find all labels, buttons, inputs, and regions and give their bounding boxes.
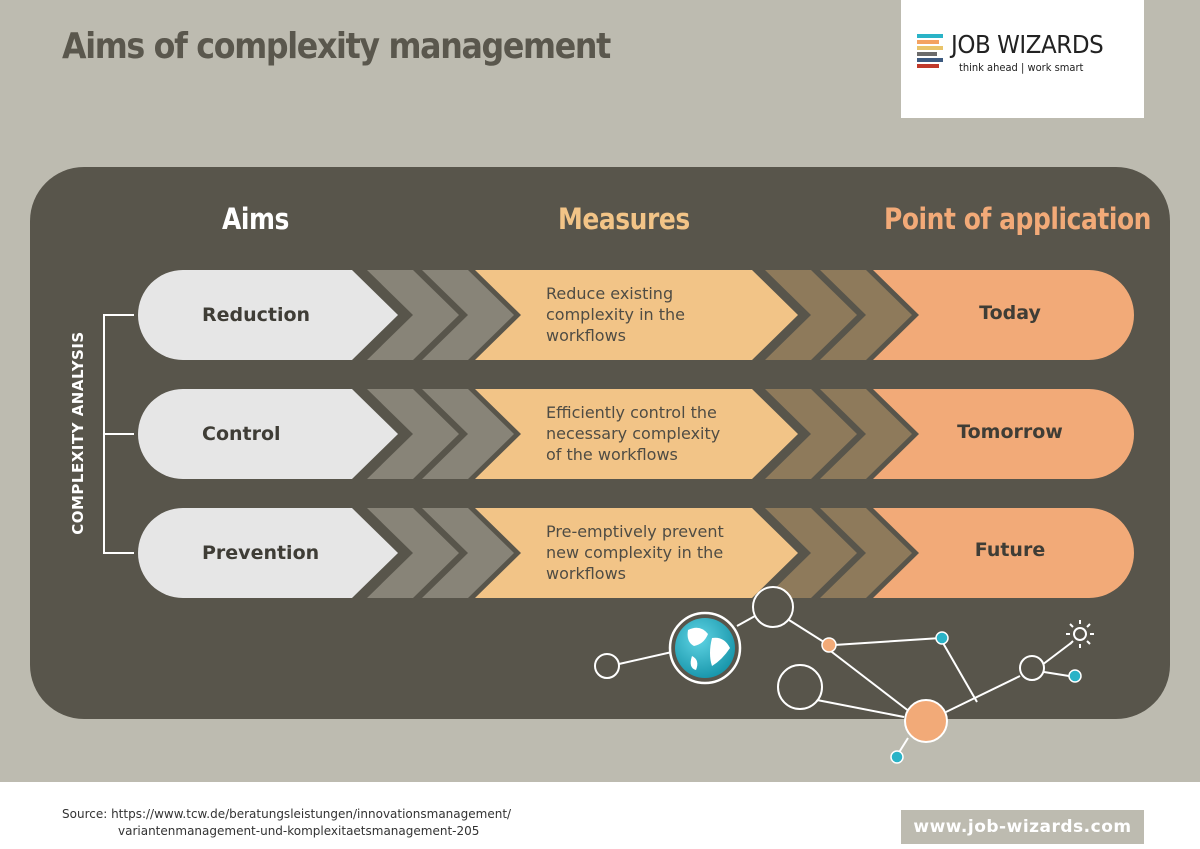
aim-arrow-2 <box>138 389 398 479</box>
node-cyan-2 <box>1068 669 1082 683</box>
node-orange-large <box>904 699 948 743</box>
logo-tagline: think ahead | work smart <box>959 61 1084 74</box>
side-label: COMPLEXITY ANALYSIS <box>69 331 87 535</box>
chevron-2a <box>367 389 459 479</box>
node-left-large <box>777 664 823 710</box>
chevron-3c <box>765 508 857 598</box>
node-right <box>1019 655 1045 681</box>
logo[interactable]: JOB WIZARDS think ahead | work smart <box>901 0 1144 118</box>
point-label-tomorrow: Tomorrow <box>957 421 1063 443</box>
column-heading-point: Point of application <box>884 202 1152 236</box>
source-line-2[interactable]: variantenmanagement-und-komplexitaetsman… <box>118 824 480 838</box>
network-nodes <box>594 586 1094 764</box>
point-label-today: Today <box>979 302 1041 324</box>
point-arrow-2 <box>873 389 1134 479</box>
measure-arrow-3 <box>475 508 798 598</box>
aim-arrow-1 <box>138 270 398 360</box>
chevron-1a <box>367 270 459 360</box>
measure-arrow-1 <box>475 270 798 360</box>
measure-text-prevention: Pre-emptively prevent new complexity in … <box>546 522 724 583</box>
row-control-shapes <box>138 389 1134 479</box>
chevron-1b <box>422 270 514 360</box>
aim-label-reduction: Reduction <box>202 304 311 326</box>
node-cyan-1 <box>935 631 949 645</box>
measure-text-control: Efficiently control the necessary comple… <box>546 403 721 464</box>
column-heading-measures: Measures <box>558 202 690 236</box>
aim-label-prevention: Prevention <box>202 542 320 564</box>
network-illustration <box>618 615 1072 755</box>
measure-arrow-2 <box>475 389 798 479</box>
logo-bars-icon <box>917 34 943 70</box>
measure-text-reduction: Reduce existing complexity in the workfl… <box>546 284 686 345</box>
node-cyan-3 <box>890 750 904 764</box>
source-note: Source: https://www.tcw.de/beratungsleis… <box>62 806 511 840</box>
website-badge[interactable]: www.job-wizards.com <box>901 810 1144 844</box>
lightbulb-icon <box>1066 620 1094 648</box>
chevron-2b <box>422 389 514 479</box>
website-link[interactable]: www.job-wizards.com <box>913 817 1132 837</box>
analysis-bracket <box>103 314 134 554</box>
point-label-future: Future <box>974 539 1046 561</box>
column-heading-aims: Aims <box>222 202 289 236</box>
node-orange-small <box>821 637 837 653</box>
node-top <box>752 586 794 628</box>
source-line-1[interactable]: Source: https://www.tcw.de/beratungsleis… <box>62 807 512 821</box>
chevron-2c <box>765 389 857 479</box>
logo-name: JOB WIZARDS <box>951 30 1104 59</box>
point-arrow-1 <box>873 270 1134 360</box>
aim-label-control: Control <box>202 423 281 445</box>
chevron-1d <box>820 270 912 360</box>
chevron-3b <box>422 508 514 598</box>
chevron-3d <box>820 508 912 598</box>
page-title: Aims of complexity management <box>62 26 611 67</box>
aim-arrow-3 <box>138 508 398 598</box>
chevron-2d <box>820 389 912 479</box>
chevron-1c <box>765 270 857 360</box>
row-reduction-shapes <box>138 270 1134 360</box>
node-small-left <box>594 653 620 679</box>
chevron-3a <box>367 508 459 598</box>
row-prevention-shapes <box>138 508 1134 598</box>
point-arrow-3 <box>873 508 1134 598</box>
